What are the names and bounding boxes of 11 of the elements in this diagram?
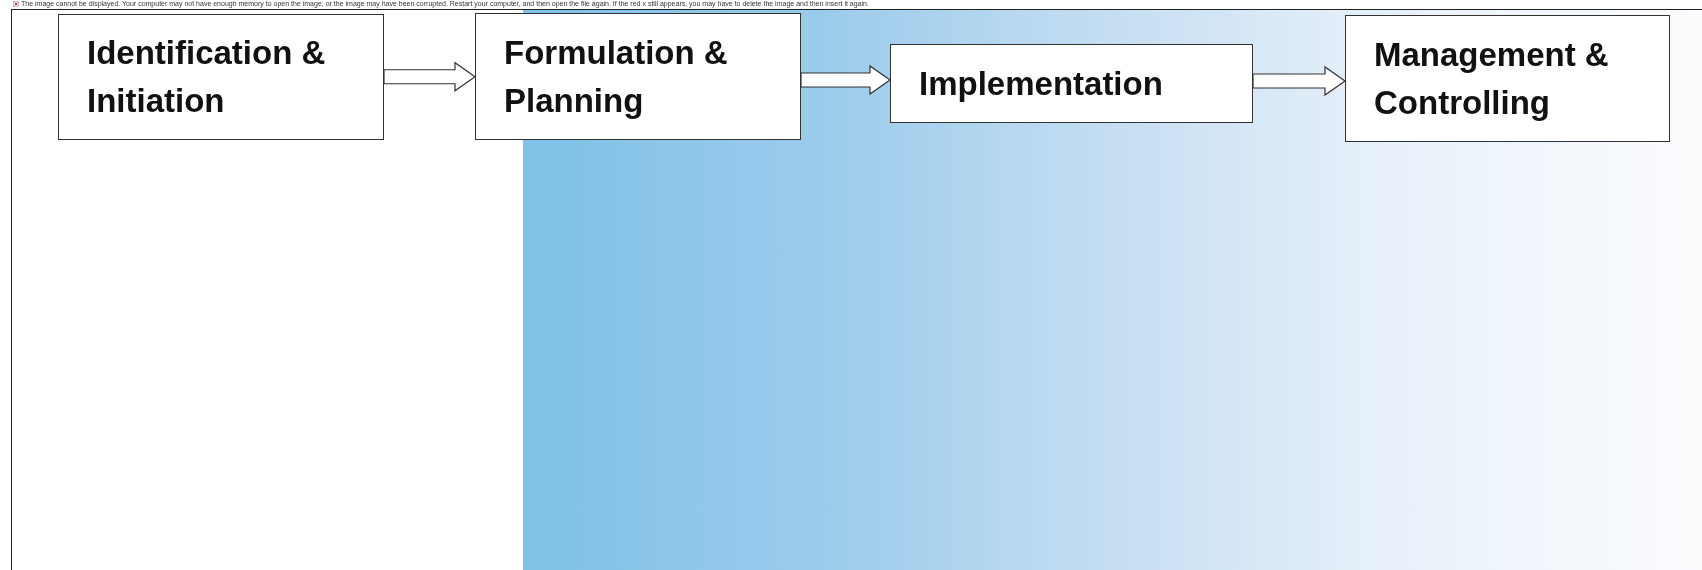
box-label: Identification & Initiation xyxy=(87,33,327,121)
box-label: Formulation & Planning xyxy=(504,32,729,121)
process-box xyxy=(475,13,801,140)
process-box xyxy=(1345,15,1670,142)
block-arrow xyxy=(383,61,477,92)
process-box xyxy=(890,44,1253,123)
box-label: Implementation xyxy=(919,63,1163,104)
process-box xyxy=(58,14,384,140)
block-arrow xyxy=(1252,65,1347,97)
box-label: Management & Controlling xyxy=(1374,34,1610,123)
block-arrow xyxy=(800,64,892,96)
